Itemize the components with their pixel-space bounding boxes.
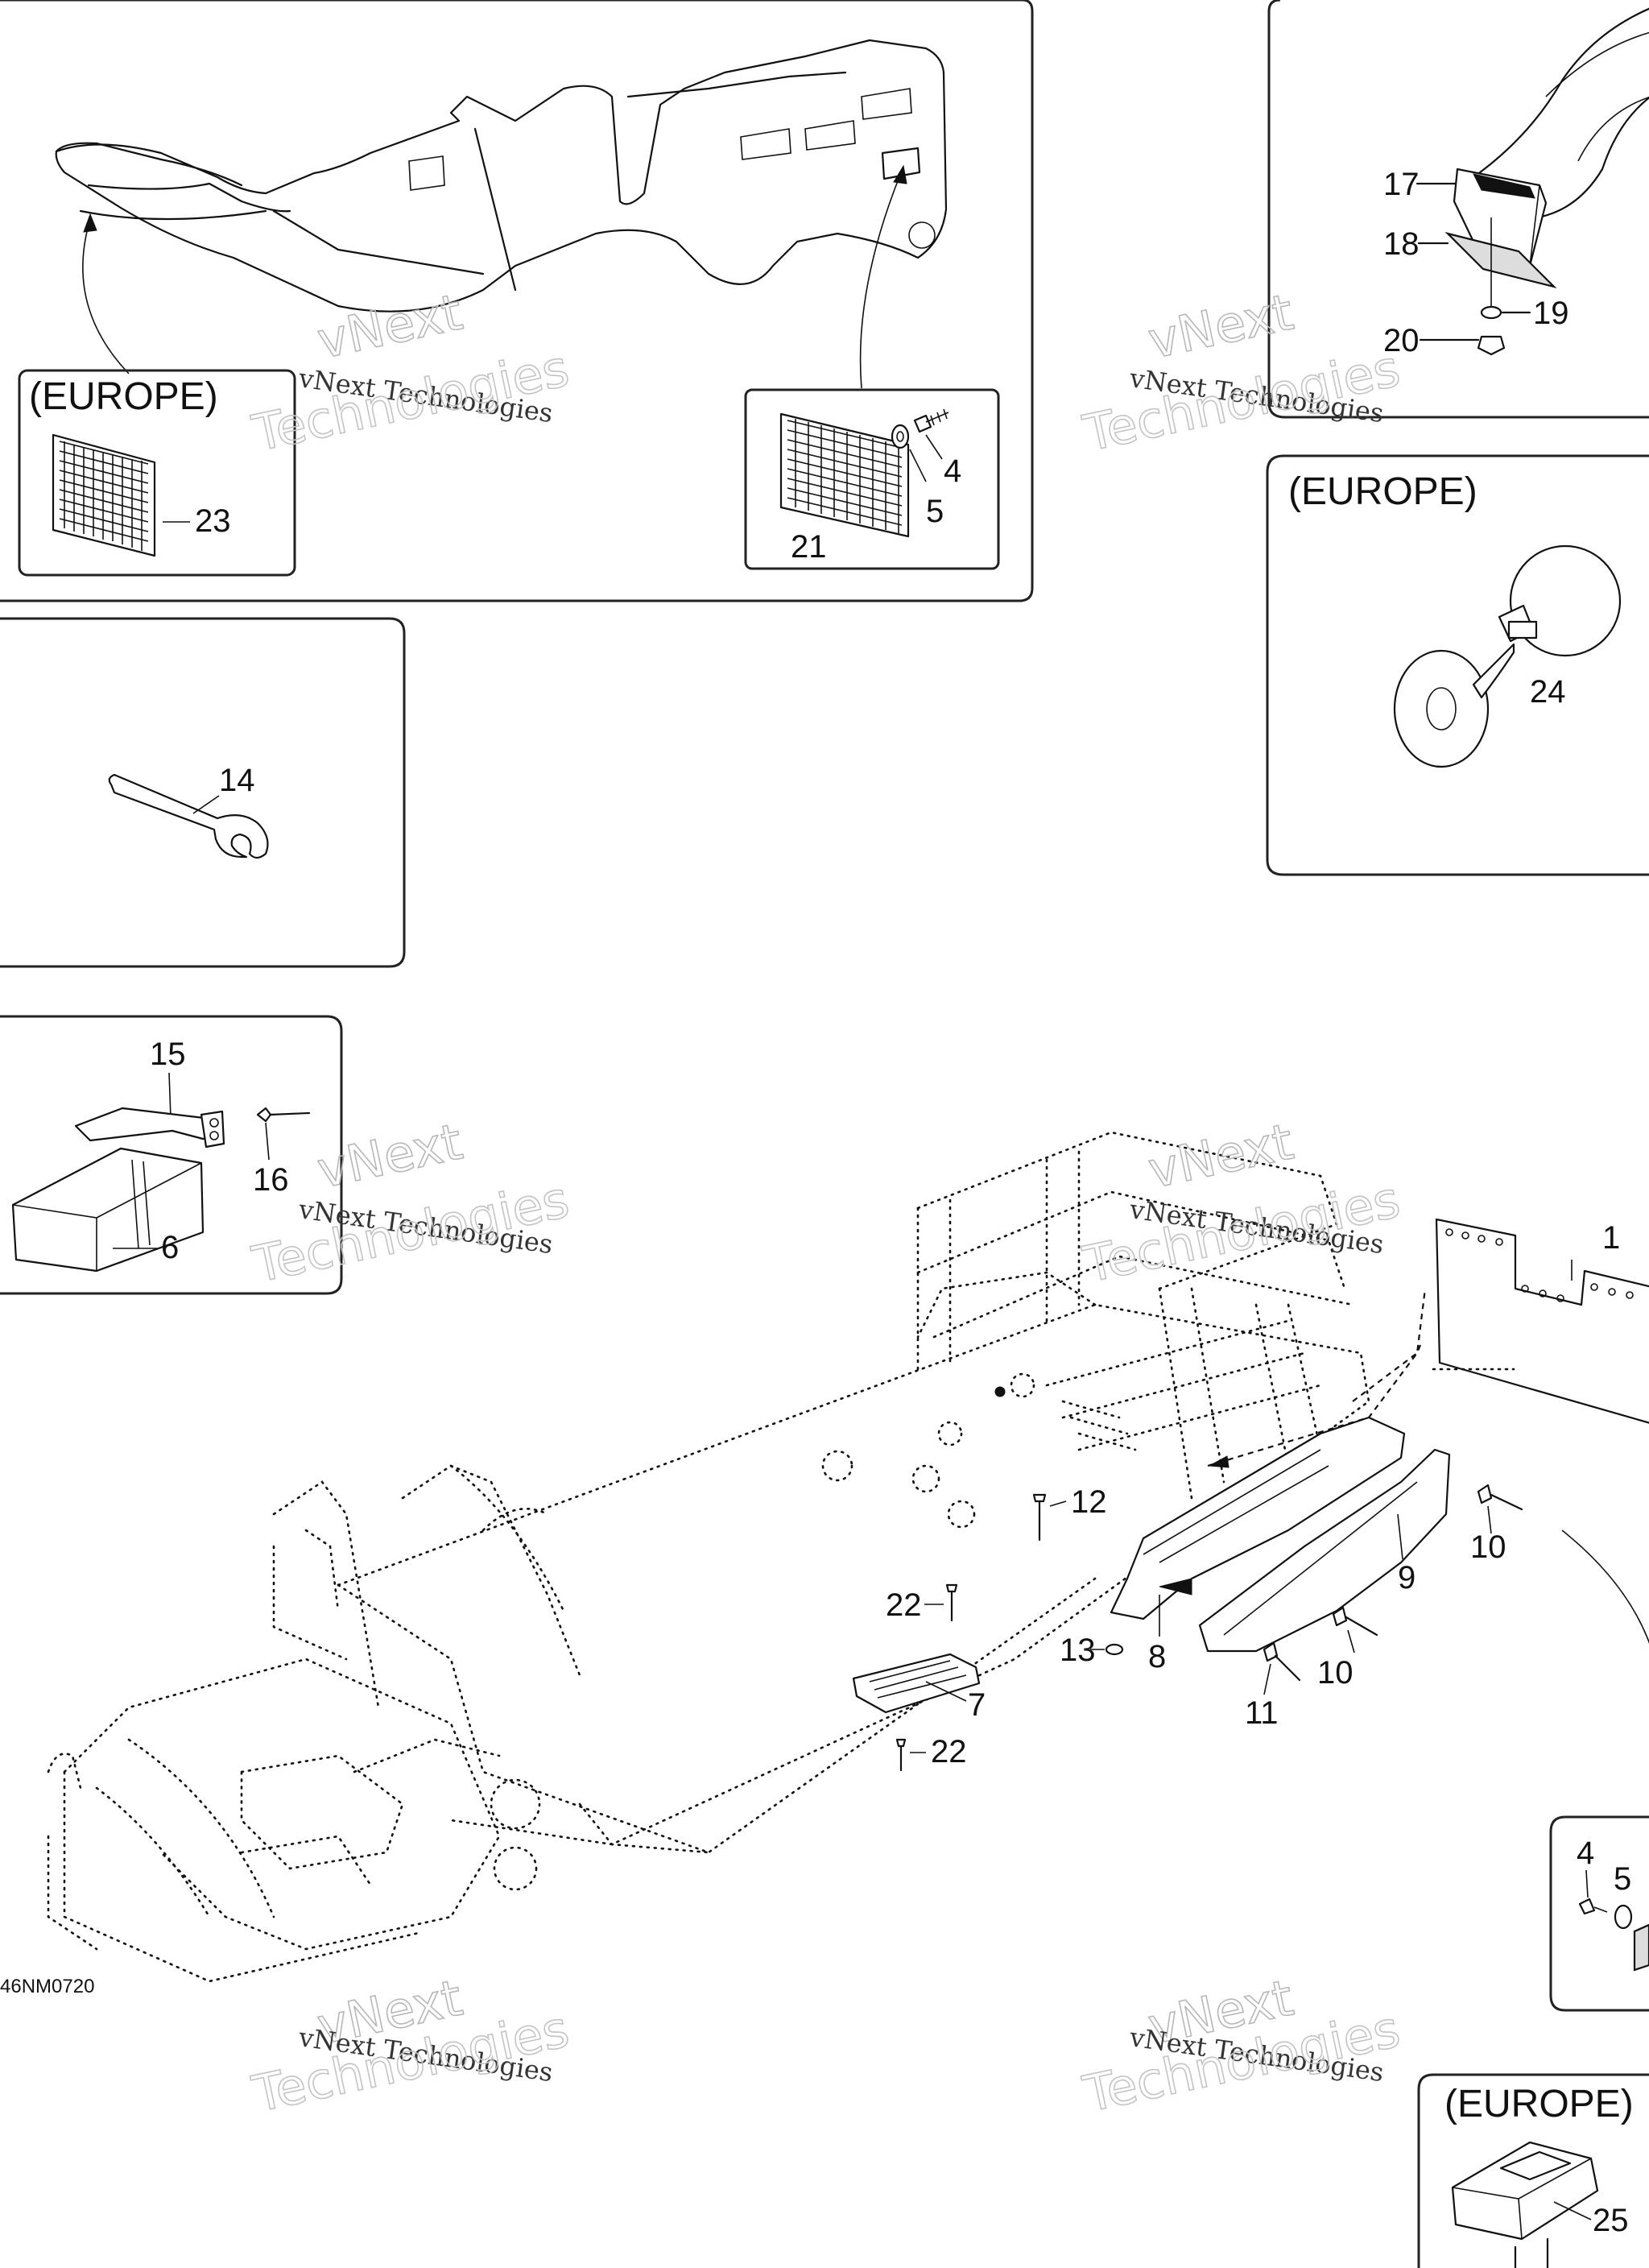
svg-text:vNext: vNext	[312, 283, 467, 370]
svg-text:Technologies: Technologies	[1078, 338, 1405, 462]
callout-21: 21	[791, 529, 827, 565]
callout-24: 24	[1530, 674, 1566, 710]
drawing-reference: 46NM0720	[0, 1976, 94, 1997]
callout-19: 19	[1533, 296, 1569, 331]
callout-16: 16	[253, 1162, 289, 1198]
callout-4-top: 4	[944, 453, 961, 489]
callout-13: 13	[1060, 1633, 1096, 1668]
callout-12: 12	[1071, 1484, 1107, 1520]
svg-text:vNext: vNext	[1143, 283, 1298, 370]
callout-23: 23	[195, 503, 231, 539]
callout-8: 8	[1148, 1639, 1166, 1674]
callout-15: 15	[150, 1037, 186, 1072]
wrench-group: 14	[0, 617, 406, 968]
svg-text:Technologies: Technologies	[247, 338, 574, 462]
europe-label-reflector: (EUROPE)	[29, 375, 218, 418]
svg-text:vNext: vNext	[1143, 1112, 1298, 1200]
mirror-group: 17 18 19 20 vNext vNext Technologies Tec…	[1077, 0, 1649, 464]
panel-reflector-group: (EUROPE) 23 21 4 5 vNext vNext Technolog…	[0, 0, 1034, 602]
europe-part-25-group: (EUROPE) 25	[1417, 2073, 1649, 2268]
callout-5-inset: 5	[1614, 1861, 1631, 1897]
svg-text:vNext: vNext	[312, 1112, 467, 1200]
watermark-4: vNext vNext Technologies Technologies	[1077, 1111, 1405, 1295]
callout-10-lower: 10	[1317, 1655, 1354, 1691]
toolbag-group: 15 16 6 vNext vNext Technologies Technol…	[0, 1015, 574, 1295]
rear-reflector-inset: 4 5	[1549, 1815, 1649, 2012]
callout-18: 18	[1383, 226, 1420, 262]
europe-label-horn: (EUROPE)	[1288, 470, 1477, 513]
callout-5-top: 5	[926, 494, 944, 529]
callout-6: 6	[161, 1230, 179, 1265]
watermark-6: vNext vNext Technologies Technologies	[1077, 1968, 1405, 2125]
callout-17: 17	[1383, 167, 1420, 202]
watermark-5: vNext vNext Technologies Technologies	[246, 1968, 574, 2125]
callout-1: 1	[1602, 1220, 1620, 1256]
svg-text:Technologies: Technologies	[1078, 1169, 1405, 1293]
callout-20: 20	[1383, 323, 1420, 358]
watermark-1: vNext vNext Technologies Technologies	[246, 282, 574, 464]
chassis-frame: 7 22 22 12 13 8 9 10	[0, 1111, 1649, 1997]
horn-group: (EUROPE) 24	[1266, 454, 1649, 876]
callout-4-inset: 4	[1577, 1836, 1594, 1871]
callout-7: 7	[968, 1687, 986, 1723]
watermark-2: vNext vNext Technologies Technologies	[1077, 282, 1405, 464]
callout-11: 11	[1245, 1695, 1279, 1731]
watermark-3: vNext vNext Technologies Technologies	[246, 1111, 574, 1295]
callout-10-right: 10	[1470, 1529, 1506, 1565]
svg-text:Technologies: Technologies	[247, 1169, 574, 1293]
callout-22-upper: 22	[886, 1587, 922, 1623]
callout-25: 25	[1593, 2203, 1629, 2238]
callout-14: 14	[219, 763, 255, 798]
callout-22-lower: 22	[931, 1734, 967, 1769]
callout-9: 9	[1398, 1560, 1415, 1595]
europe-label-part-25: (EUROPE)	[1444, 2083, 1634, 2125]
